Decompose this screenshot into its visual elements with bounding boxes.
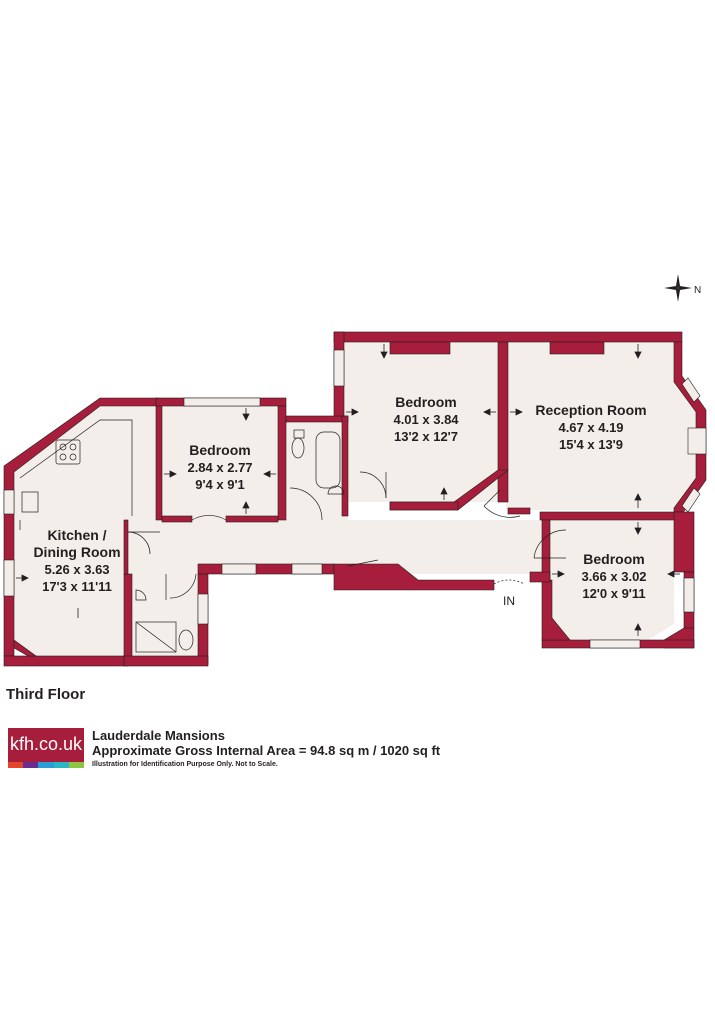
room-imperial: 12'0 x 9'11 xyxy=(582,586,646,601)
brand-stripe xyxy=(38,762,54,768)
floor-area xyxy=(14,342,696,656)
room-metric: 5.26 x 3.63 xyxy=(44,562,110,577)
room-imperial: 13'2 x 12'7 xyxy=(393,429,459,444)
room-name: Reception Room xyxy=(535,402,647,418)
room-name-2: Dining Room xyxy=(33,544,121,560)
walls xyxy=(3,331,707,667)
room-label-reception: Reception Room 4.67 x 4.19 15'4 x 13'9 xyxy=(526,402,656,453)
brand-stripe xyxy=(68,762,84,768)
room-name: Kitchen / xyxy=(47,527,107,543)
room-imperial: 9'4 x 9'1 xyxy=(195,477,245,492)
room-label-bedroom-2: Bedroom 2.84 x 2.77 9'4 x 9'1 xyxy=(170,442,270,493)
dimension-markers xyxy=(16,344,680,636)
entrance-label: IN xyxy=(503,594,515,608)
brand-stripe xyxy=(23,762,39,768)
property-info: Lauderdale Mansions Approximate Gross In… xyxy=(92,728,440,771)
room-metric: 3.66 x 3.02 xyxy=(581,569,647,584)
room-label-kitchen: Kitchen / Dining Room 5.26 x 3.63 17'3 x… xyxy=(22,527,132,595)
room-metric: 4.01 x 3.84 xyxy=(393,412,459,427)
floor-label: Third Floor xyxy=(6,686,86,703)
room-imperial: 17'3 x 11'11 xyxy=(42,579,112,594)
compass-label: N xyxy=(694,285,702,296)
room-metric: 2.84 x 2.77 xyxy=(187,460,253,475)
room-name: Bedroom xyxy=(189,442,251,458)
disclaimer: Illustration for Identification Purpose … xyxy=(92,761,278,768)
room-label-bedroom-1: Bedroom 4.01 x 3.84 13'2 x 12'7 xyxy=(376,394,476,445)
brand-logo-text: kfh.co.uk xyxy=(9,734,83,754)
gross-internal-area: Approximate Gross Internal Area = 94.8 s… xyxy=(92,743,441,758)
brand-stripe xyxy=(53,762,69,768)
brand-stripe xyxy=(8,762,24,768)
room-name: Bedroom xyxy=(395,394,457,410)
room-label-bedroom-3: Bedroom 3.66 x 3.02 12'0 x 9'11 xyxy=(564,551,664,602)
compass-icon xyxy=(664,274,692,302)
fixtures xyxy=(19,419,567,653)
brand-logo: kfh.co.uk xyxy=(8,728,84,768)
room-imperial: 15'4 x 13'9 xyxy=(558,437,624,452)
property-name: Lauderdale Mansions xyxy=(92,728,225,743)
room-metric: 4.67 x 4.19 xyxy=(558,420,624,435)
room-name: Bedroom xyxy=(583,551,645,567)
